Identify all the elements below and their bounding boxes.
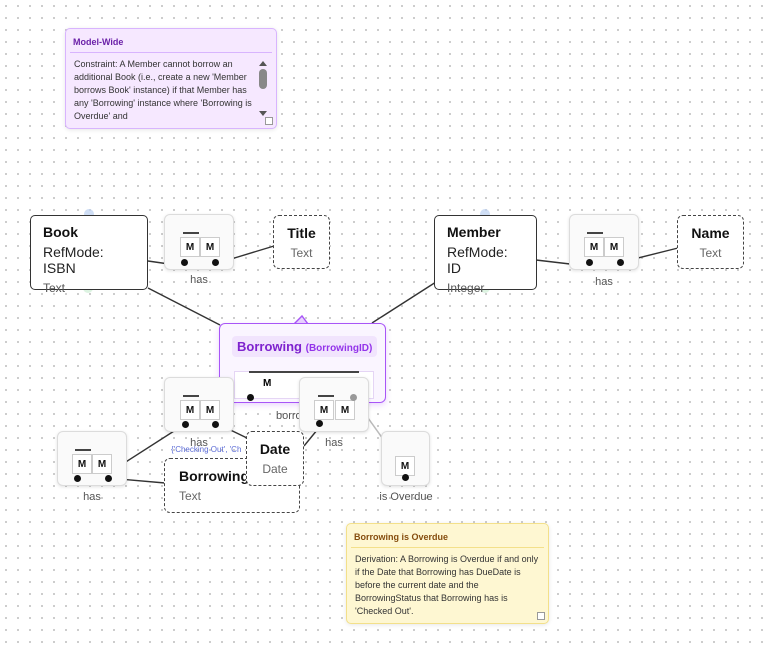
value-title[interactable]: Title Text: [273, 215, 330, 269]
role-cell[interactable]: M: [180, 400, 200, 420]
mandatory-dot: [212, 259, 219, 266]
mandatory-dot: [402, 474, 409, 481]
role-cell[interactable]: M: [200, 400, 220, 420]
value-datatype: Text: [290, 246, 313, 260]
note-body: Constraint: A Member cannot borrow an ad…: [74, 59, 252, 121]
role-cell[interactable]: M: [200, 237, 220, 257]
fact-reading: has: [83, 491, 101, 503]
value-datatype: Date: [262, 462, 288, 476]
fact-borrowing-has-duedate[interactable]: M M: [299, 377, 369, 432]
uniqueness-bar: [183, 232, 199, 234]
fact-member-has-name[interactable]: M M: [569, 214, 639, 270]
value-datatype: Text: [179, 489, 202, 503]
mandatory-dot: [316, 420, 323, 427]
objectified-reading: borro: [276, 410, 302, 422]
uniqueness-bar: [75, 449, 91, 451]
entity-refmode: RefMode: ISBN: [43, 244, 104, 276]
note-title: Borrowing is Overdue: [351, 524, 544, 548]
role-cell[interactable]: M: [72, 454, 92, 474]
objectified-title: Borrowing (BorrowingID): [232, 336, 378, 357]
scroll-up-icon[interactable]: [259, 61, 267, 66]
mandatory-dot: [586, 259, 593, 266]
resize-handle[interactable]: [265, 117, 273, 125]
fact-reading: has: [325, 437, 343, 449]
role-cell[interactable]: M: [314, 400, 334, 420]
value-name: Title: [287, 225, 316, 241]
role-cell[interactable]: M: [395, 456, 415, 476]
fact-book-has-title[interactable]: M M: [164, 214, 234, 270]
note-scrollbar[interactable]: [259, 61, 267, 119]
value-date[interactable]: Date Date: [246, 431, 304, 486]
entity-datatype: Text: [43, 281, 66, 295]
fact-is-overdue[interactable]: M: [381, 431, 430, 486]
resize-handle[interactable]: [537, 612, 545, 620]
role-cell[interactable]: M: [263, 378, 272, 389]
connection-anchor[interactable]: [480, 209, 490, 219]
value-name[interactable]: Name Text: [677, 215, 744, 269]
fact-reading: has: [190, 274, 208, 286]
uniqueness-bar: [249, 371, 359, 373]
entity-datatype: Integer: [447, 281, 485, 295]
uniqueness-bar: [587, 232, 603, 234]
role-cell[interactable]: M: [604, 237, 624, 257]
entity-name: Book: [43, 224, 78, 240]
value-datatype: Text: [699, 246, 722, 260]
role-cell[interactable]: M: [335, 400, 355, 420]
value-name-label: Name: [691, 225, 730, 241]
uniqueness-bar: [318, 395, 334, 397]
entity-name: Member: [447, 224, 501, 240]
fact-reading: is Overdue: [379, 491, 433, 503]
scroll-thumb[interactable]: [259, 69, 267, 89]
link-member-borrowing: [371, 281, 437, 324]
mandatory-dot: [212, 421, 219, 428]
mandatory-dot: [247, 394, 254, 401]
entity-refmode: RefMode: ID: [447, 244, 508, 276]
objectified-name: Borrowing: [237, 339, 302, 354]
mandatory-dot: [350, 394, 357, 401]
objectified-ref: (BorrowingID): [305, 343, 373, 354]
mandatory-dot: [181, 259, 188, 266]
role-cell[interactable]: M: [584, 237, 604, 257]
fact-reading: has: [190, 437, 208, 449]
fact-reading: has: [595, 276, 613, 288]
value-constraint: {'Checking Out', 'Ch: [171, 445, 242, 454]
mandatory-dot: [74, 475, 81, 482]
model-wide-note[interactable]: Model-Wide Constraint: A Member cannot b…: [65, 28, 277, 129]
entity-book[interactable]: Book RefMode: ISBN Text: [30, 215, 148, 295]
mandatory-dot: [182, 421, 189, 428]
value-name-label: Date: [259, 441, 291, 457]
fact-borrowing-has-date[interactable]: M M: [164, 377, 234, 432]
role-cell[interactable]: M: [180, 237, 200, 257]
fact-borrowing-has-status[interactable]: M M: [57, 431, 127, 486]
mandatory-dot: [105, 475, 112, 482]
value-name-label: Borrowing: [179, 468, 249, 484]
entity-member[interactable]: Member RefMode: ID Integer: [434, 215, 537, 295]
role-cell[interactable]: M: [92, 454, 112, 474]
note-title: Model-Wide: [70, 29, 272, 53]
connection-anchor[interactable]: [84, 209, 94, 219]
mandatory-dot: [617, 259, 624, 266]
subset-arrow: [293, 314, 309, 325]
link-book-borrowing: [147, 287, 221, 326]
uniqueness-bar: [183, 395, 199, 397]
note-body: Derivation: A Borrowing is Overdue if an…: [355, 554, 539, 616]
scroll-down-icon[interactable]: [259, 111, 267, 116]
derivation-note[interactable]: Borrowing is Overdue Derivation: A Borro…: [346, 523, 549, 624]
